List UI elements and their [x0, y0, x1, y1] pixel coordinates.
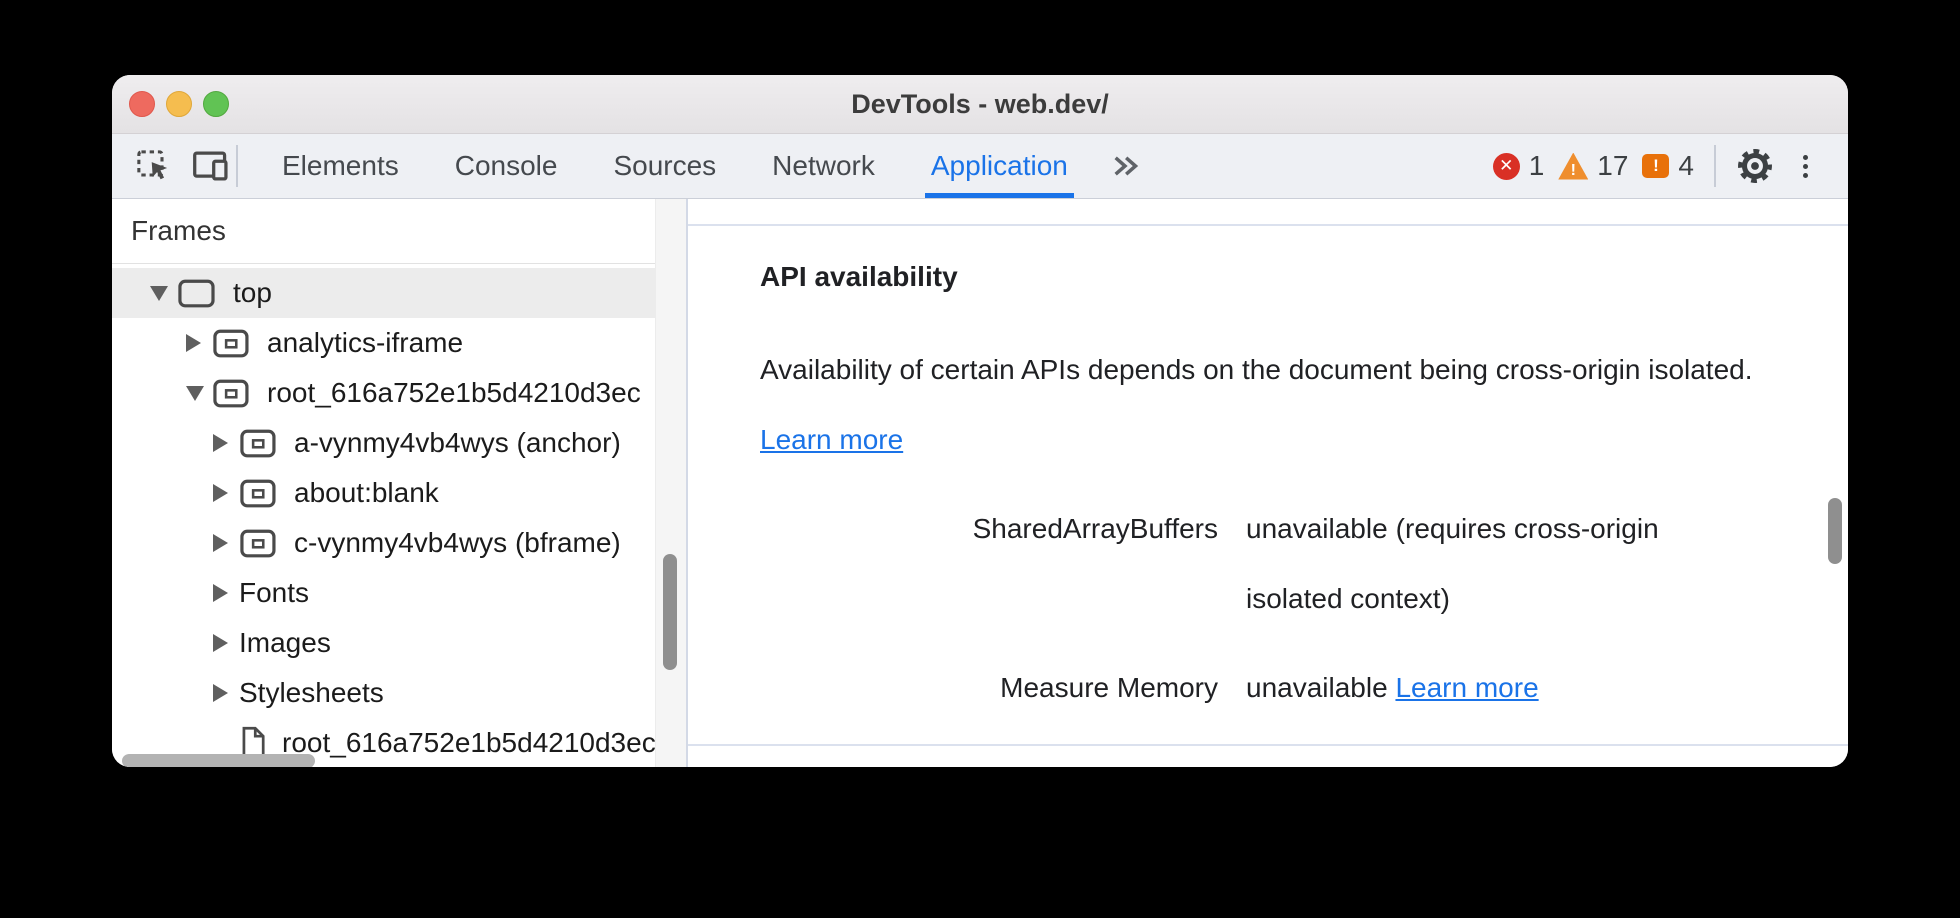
warning-count: 17 [1597, 150, 1629, 181]
kebab-menu-icon[interactable] [1788, 147, 1822, 185]
application-sidebar: Frames top analytics-iframe root_616a752e1… [112, 199, 688, 767]
zoom-window-button[interactable] [203, 91, 229, 117]
expand-arrow-icon[interactable] [186, 334, 212, 352]
section-divider [688, 224, 1848, 226]
tree-item-label: root_616a752e1b5d4210d3ec [282, 727, 656, 758]
api-status-note: (requires cross-origin isolated context) [1246, 513, 1659, 614]
expand-arrow-icon[interactable] [213, 484, 239, 502]
panel-tabs: Elements Console Sources Network Application [254, 134, 1096, 198]
frame-icon [239, 527, 279, 559]
tab-sources[interactable]: Sources [613, 150, 717, 181]
error-badge[interactable]: ✕ 1 [1492, 150, 1545, 182]
warning-badge[interactable]: ! 17 [1558, 150, 1628, 182]
device-toolbar-icon[interactable] [192, 147, 230, 185]
expand-arrow-icon[interactable] [213, 584, 239, 602]
window-title: DevTools - web.dev/ [851, 88, 1109, 119]
document-icon [239, 726, 267, 760]
api-status: unavailable [1246, 513, 1388, 544]
learn-more-link[interactable]: Learn more [1395, 672, 1539, 703]
devtools-toolbar: Elements Console Sources Network Application… [112, 134, 1848, 199]
inspect-icon[interactable] [134, 147, 172, 185]
minimize-window-button[interactable] [166, 91, 192, 117]
settings-gear-icon[interactable] [1736, 147, 1774, 185]
tree-item-analytics-iframe[interactable]: analytics-iframe [112, 318, 656, 368]
section-divider [688, 744, 1848, 746]
devtools-body: Frames top analytics-iframe root_616a752e1… [112, 199, 1848, 767]
expand-arrow-icon[interactable] [213, 684, 239, 702]
toolbar-right-group: ✕ 1 ! 17 ! 4 [1492, 145, 1848, 187]
application-content-pane: API availability Availability of certain… [688, 199, 1848, 767]
tree-item-root-616a752e1b5d4210d3ec[interactable]: root_616a752e1b5d4210d3ec [112, 718, 656, 767]
content-vertical-scrollbar-thumb[interactable] [1828, 498, 1842, 564]
frame-icon [212, 377, 252, 409]
tree-item-label: a-vynmy4vb4wys (anchor) [294, 427, 621, 458]
traffic-lights [112, 91, 229, 117]
frames-section-header[interactable]: Frames [112, 199, 686, 264]
tree-item-label: about:blank [294, 477, 439, 508]
issues-count: 4 [1678, 150, 1694, 181]
tree-item-a-vynmy4vb4wys-anchor-[interactable]: a-vynmy4vb4wys (anchor) [112, 418, 656, 468]
tree-item-label: analytics-iframe [267, 327, 464, 358]
frame-icon [176, 277, 218, 309]
expand-arrow-icon[interactable] [213, 434, 239, 452]
warning-icon: ! [1558, 152, 1589, 180]
toolbar-divider [1714, 145, 1716, 187]
api-availability-description: Availability of certain APIs depends on … [760, 335, 1770, 475]
api-row-value: unavailable(requires cross-origin isolat… [1246, 494, 1751, 634]
tree-item-stylesheets[interactable]: Stylesheets [112, 668, 656, 718]
sidebar-scrollbar-track [655, 199, 686, 767]
title-bar: DevTools - web.dev/ [112, 75, 1848, 134]
sidebar-vertical-scrollbar-thumb[interactable] [663, 554, 677, 670]
close-window-button[interactable] [129, 91, 155, 117]
devtools-window: DevTools - web.dev/ Elements Console Sourc… [112, 75, 1848, 767]
expand-arrow-icon[interactable] [213, 634, 239, 652]
description-text: Availability of certain APIs depends on … [760, 354, 1753, 385]
frame-icon [239, 427, 279, 459]
tree-item-label: top [233, 277, 272, 308]
tree-item-label: Stylesheets [239, 677, 384, 708]
expand-arrow-icon[interactable] [213, 534, 239, 552]
more-tabs-chevron-icon[interactable] [1096, 152, 1154, 180]
tree-item-about-blank[interactable]: about:blank [112, 468, 656, 518]
frame-icon [239, 477, 279, 509]
sidebar-horizontal-scrollbar-thumb[interactable] [122, 754, 315, 767]
issues-badge[interactable]: ! 4 [1642, 150, 1694, 182]
api-row-label: Measure Memory [1000, 672, 1218, 703]
tab-console[interactable]: Console [454, 150, 558, 181]
frames-tree: top analytics-iframe root_616a752e1b5d4210… [112, 268, 656, 767]
api-status: unavailable [1246, 672, 1388, 703]
api-row-label: SharedArrayBuffers [972, 513, 1218, 544]
tree-item-c-vynmy4vb4wys-bframe-[interactable]: c-vynmy4vb4wys (bframe) [112, 518, 656, 568]
tab-application[interactable]: Application [903, 134, 1096, 198]
tree-item-fonts[interactable]: Fonts [112, 568, 656, 618]
tab-network[interactable]: Network [772, 150, 875, 181]
issues-icon: ! [1642, 154, 1670, 178]
tab-elements[interactable]: Elements [282, 150, 399, 181]
tree-item-label: c-vynmy4vb4wys (bframe) [294, 527, 621, 558]
tree-item-images[interactable]: Images [112, 618, 656, 668]
tree-item-root-616a752e1b5d4210d3ec[interactable]: root_616a752e1b5d4210d3ec [112, 368, 656, 418]
tree-item-label: Images [239, 627, 331, 658]
collapse-arrow-icon[interactable] [150, 285, 176, 301]
learn-more-link[interactable]: Learn more [760, 424, 904, 455]
toolbar-left-group [112, 147, 230, 185]
tree-item-top[interactable]: top [112, 268, 656, 318]
api-row-value: unavailable Learn more [1246, 653, 1806, 723]
tree-item-label: root_616a752e1b5d4210d3ec [267, 377, 641, 408]
toolbar-divider [236, 145, 238, 187]
api-availability-heading: API availability [760, 261, 958, 292]
collapse-arrow-icon[interactable] [186, 385, 212, 401]
error-icon: ✕ [1492, 152, 1520, 180]
error-count: 1 [1528, 150, 1545, 181]
tree-item-label: Fonts [239, 577, 310, 608]
frame-icon [212, 327, 252, 359]
